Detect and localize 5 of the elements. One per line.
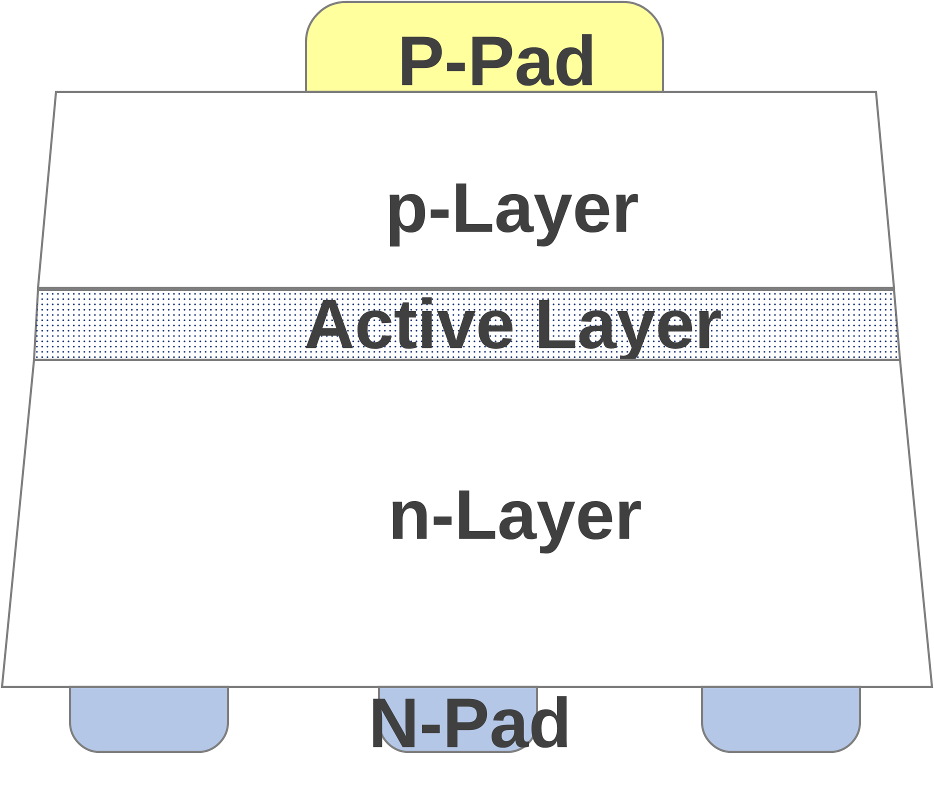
active-layer bbox=[32, 288, 902, 362]
n-pad bbox=[700, 686, 862, 754]
active-layer: Active Layer bbox=[306, 297, 721, 363]
p-pad: P-Pad bbox=[304, 0, 664, 94]
n-pad bbox=[68, 686, 230, 754]
